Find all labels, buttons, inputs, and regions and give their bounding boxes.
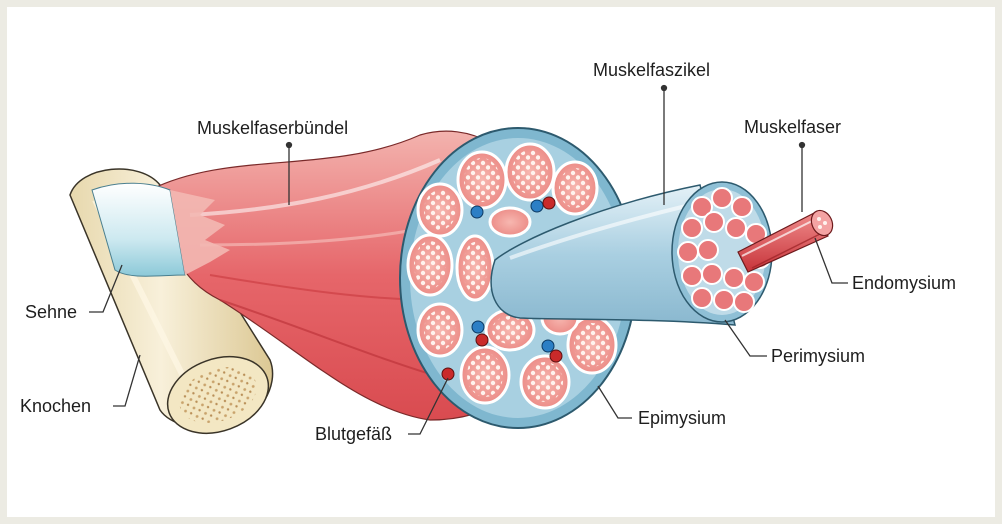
leader-knochen <box>113 355 140 406</box>
label-perimysium: Perimysium <box>771 346 865 366</box>
label-muskelfaserbuendel: Muskelfaserbündel <box>197 118 348 138</box>
label-muskelfaszikel: Muskelfaszikel <box>593 60 710 80</box>
label-endomysium: Endomysium <box>852 273 956 293</box>
leader-epimysium <box>598 386 632 418</box>
leader-endomysium <box>815 238 848 283</box>
label-epimysium: Epimysium <box>638 408 726 428</box>
label-blutgefaess: Blutgefäß <box>315 424 392 444</box>
leader-dot-muskelfaszikel <box>662 86 667 91</box>
label-sehne: Sehne <box>25 302 77 322</box>
leader-dot-muskelfaserbuendel <box>287 143 292 148</box>
label-muskelfaser: Muskelfaser <box>744 117 841 137</box>
leader-dot-muskelfaser <box>800 143 805 148</box>
label-knochen: Knochen <box>20 396 91 416</box>
